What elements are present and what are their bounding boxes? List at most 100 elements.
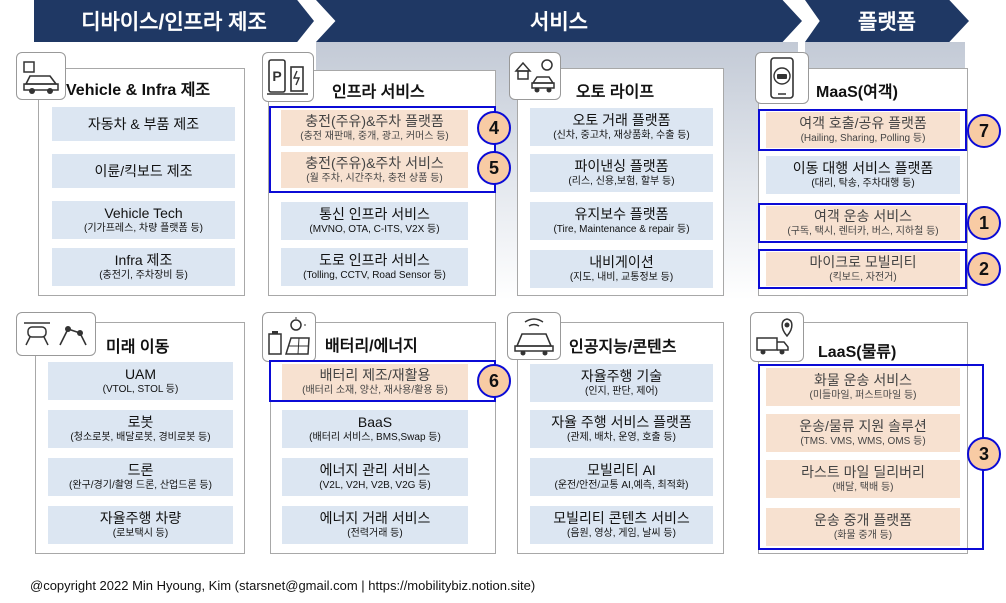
list-item: 배터리 제조/재활용 (배터리 소재, 양산, 재사용/활용 등)	[282, 364, 468, 400]
item-label: 운송 중개 플랫폼	[814, 512, 912, 528]
item-label: 오토 거래 플랫폼	[572, 112, 671, 128]
copyright-footer: @copyright 2022 Min Hyoung, Kim (starsne…	[30, 578, 536, 593]
list-item: 여객 운송 서비스 (구독, 택시, 렌터카, 버스, 지하철 등)	[766, 206, 960, 240]
panel-title-auto-life: 오토 라이프	[576, 84, 655, 101]
item-sublabel: (VTOL, STOL 등)	[102, 384, 179, 395]
item-sublabel: (대리, 탁송, 주차대행 등)	[811, 178, 915, 189]
list-item: 모빌리티 콘텐츠 서비스 (음원, 영상, 게임, 날씨 등)	[530, 506, 713, 544]
item-label: 마이크로 모빌리티	[809, 254, 917, 270]
list-item: 자동차 & 부품 제조	[52, 107, 235, 141]
item-sublabel: (배달, 택배 등)	[832, 482, 894, 493]
item-sublabel: (음원, 영상, 게임, 날씨 등)	[567, 528, 676, 539]
item-label: 모빌리티 콘텐츠 서비스	[553, 510, 690, 526]
panel-title-battery-energy: 배터리/에너지	[325, 338, 418, 355]
car-factory-icon	[16, 52, 66, 100]
list-item: Vehicle Tech(기가프레스, 차량 플랫폼 등)	[52, 201, 235, 239]
item-label: 자율주행 기술	[580, 368, 663, 384]
item-label: 운송/물류 지원 솔루션	[799, 418, 927, 434]
item-label: 배터리 제조/재활용	[319, 367, 431, 383]
badge-1: 1	[967, 206, 1001, 240]
highlight-box	[758, 203, 967, 243]
item-sublabel: (Tolling, CCTV, Road Sensor 등)	[303, 270, 446, 281]
item-label: 여객 호출/공유 플랫폼	[799, 115, 927, 131]
list-item: 에너지 관리 서비스(V2L, V2H, V2B, V2G 등)	[282, 458, 468, 496]
highlight-box	[758, 249, 967, 289]
parking-charger-icon: P	[262, 52, 314, 102]
item-sublabel: (TMS. VMS, WMS, OMS 등)	[800, 436, 926, 447]
item-sublabel: (미들마일, 퍼스트마일 등)	[809, 390, 917, 401]
item-sublabel: (Hailing, Sharing, Polling 등)	[800, 133, 926, 144]
item-sublabel: (월 주차, 시간주차, 충전 상품 등)	[306, 173, 443, 184]
list-item: 운송 중개 플랫폼 (화물 중개 등)	[766, 508, 960, 546]
item-label: Vehicle Tech	[104, 205, 183, 221]
item-label: 충전(주유)&주차 플랫폼	[305, 113, 444, 129]
list-item: 이동 대행 서비스 플랫폼 (대리, 탁송, 주차대행 등)	[766, 156, 960, 194]
item-sublabel: (화물 중개 등)	[833, 530, 893, 541]
item-label: 유지보수 플랫폼	[574, 206, 669, 222]
item-sublabel: (완구/경기/촬영 드론, 산업드론 등)	[69, 480, 212, 491]
badge-7: 7	[967, 114, 1001, 148]
list-item: 자율주행 기술(인지, 판단, 제어)	[530, 364, 713, 402]
item-label: 여객 운송 서비스	[814, 208, 912, 224]
truck-location-icon	[750, 312, 804, 362]
item-label: 이륜/킥보드 제조	[94, 162, 193, 179]
battery-solar-icon	[262, 312, 316, 362]
list-item: BaaS(배터리 서비스, BMS,Swap 등)	[282, 410, 468, 448]
highlight-box	[269, 106, 496, 193]
item-sublabel: (신차, 중고차, 재상품화, 수출 등)	[553, 130, 690, 141]
panel-title-laas: LaaS(물류)	[818, 344, 897, 361]
item-label: 파이낸싱 플랫폼	[574, 158, 669, 174]
item-sublabel: (전력거래 등)	[347, 528, 403, 539]
item-sublabel: (운전/안전/교통 AI,예측, 최적화)	[554, 480, 689, 491]
item-label: 충전(주유)&주차 서비스	[305, 155, 444, 171]
panel-title-maas: MaaS(여객)	[816, 84, 898, 101]
autonomous-car-icon	[507, 312, 561, 360]
item-sublabel: (킥보드, 자전거)	[829, 272, 897, 283]
header-manufacturing: 디바이스/인프라 제조	[34, 0, 314, 42]
svg-text:P: P	[272, 68, 281, 84]
item-label: Infra 제조	[114, 252, 173, 268]
badge-3: 3	[967, 437, 1001, 471]
item-sublabel: (Tire, Maintenance & repair 등)	[553, 224, 690, 235]
item-label: 내비게이션	[589, 254, 654, 270]
item-sublabel: (로보택시 등)	[112, 528, 169, 539]
item-label: 자동차 & 부품 제조	[87, 115, 200, 132]
list-item: 라스트 마일 딜리버리(배달, 택배 등)	[766, 460, 960, 498]
item-sublabel: (구독, 택시, 렌터카, 버스, 지하철 등)	[787, 226, 939, 237]
item-sublabel: (MVNO, OTA, C-ITS, V2X 등)	[309, 224, 440, 235]
badge-6: 6	[477, 364, 511, 398]
badge-5: 5	[477, 151, 511, 185]
list-item: 도로 인프라 서비스 (Tolling, CCTV, Road Sensor 등)	[281, 248, 468, 286]
phone-car-icon	[755, 52, 809, 104]
item-sublabel: (관제, 배차, 운영, 호출 등)	[567, 432, 676, 443]
item-label: UAM	[124, 366, 157, 382]
list-item: 여객 호출/공유 플랫폼 (Hailing, Sharing, Polling 등…	[766, 112, 960, 148]
item-sublabel: (지도, 내비, 교통정보 등)	[569, 272, 674, 283]
item-sublabel: (청소로봇, 배달로봇, 경비로봇 등)	[70, 432, 211, 443]
item-sublabel: (충전 재판매, 중개, 광고, 커머스 등)	[300, 131, 449, 142]
list-item: Infra 제조 (충전기, 주차장비 등)	[52, 248, 235, 286]
item-label: 자율주행 차량	[99, 510, 182, 526]
list-item: 마이크로 모빌리티 (킥보드, 자전거)	[766, 252, 960, 286]
list-item: 유지보수 플랫폼 (Tire, Maintenance & repair 등)	[530, 202, 713, 240]
item-label: 도로 인프라 서비스	[319, 252, 430, 268]
list-item: 내비게이션 (지도, 내비, 교통정보 등)	[530, 250, 713, 288]
highlight-box	[758, 364, 984, 550]
highlight-box	[758, 109, 967, 151]
list-item: 모빌리티 AI (운전/안전/교통 AI,예측, 최적화)	[530, 458, 713, 496]
panel-title-future-mobility: 미래 이동	[106, 339, 170, 356]
item-sublabel: (배터리 서비스, BMS,Swap 등)	[309, 432, 441, 443]
header-platform: 플랫폼	[805, 0, 969, 42]
list-item: 로봇(청소로봇, 배달로봇, 경비로봇 등)	[48, 410, 233, 448]
item-label: 통신 인프라 서비스	[319, 206, 430, 222]
list-item: UAM (VTOL, STOL 등)	[48, 362, 233, 400]
drone-robot-icon	[16, 312, 96, 356]
list-item: 자율 주행 서비스 플랫폼(관제, 배차, 운영, 호출 등)	[530, 410, 713, 448]
item-label: 모빌리티 AI	[587, 462, 656, 478]
item-sublabel: (충전기, 주차장비 등)	[99, 270, 188, 281]
item-sublabel: (배터리 소재, 양산, 재사용/활용 등)	[302, 385, 448, 396]
panel-title-infra-service: 인프라 서비스	[332, 84, 425, 101]
item-label: 에너지 거래 서비스	[319, 510, 431, 526]
list-item: 화물 운송 서비스(미들마일, 퍼스트마일 등)	[766, 368, 960, 406]
item-label: 이동 대행 서비스 플랫폼	[792, 160, 934, 176]
